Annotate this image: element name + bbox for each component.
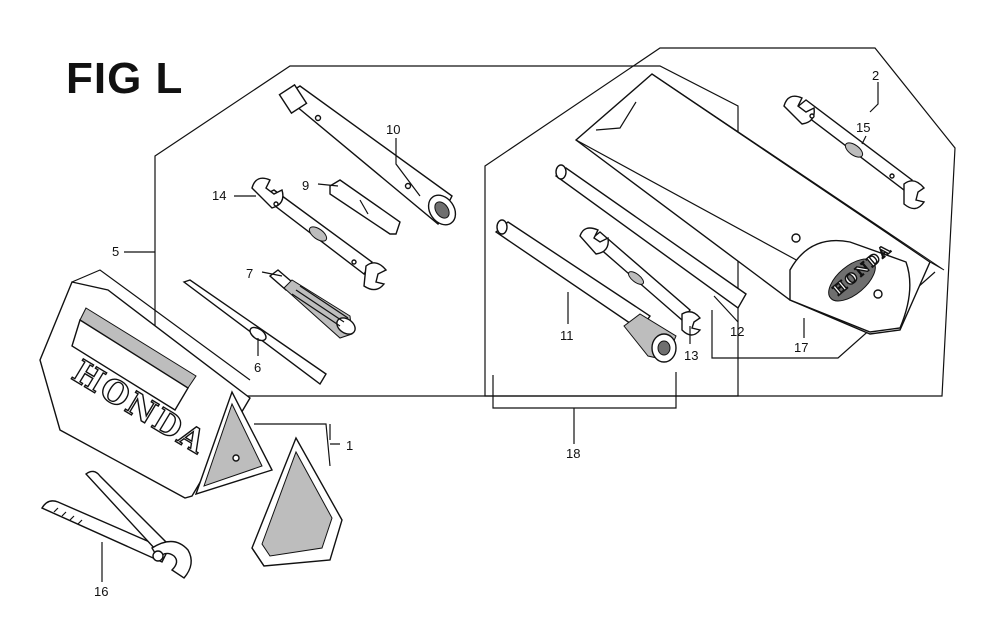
open-wrench-15 bbox=[783, 95, 926, 210]
socket-spanner-11 bbox=[494, 219, 677, 363]
shaft-6 bbox=[182, 279, 327, 386]
wrench-roll-17: HONDA bbox=[574, 73, 945, 335]
screwdriver-7 bbox=[268, 269, 356, 339]
group-outline-2 bbox=[484, 47, 956, 397]
triangle-holder bbox=[251, 436, 343, 567]
callout-10: 10 bbox=[386, 122, 400, 137]
callout-11: 11 bbox=[560, 328, 574, 343]
callout-7: 7 bbox=[246, 266, 253, 281]
callout-9: 9 bbox=[302, 178, 309, 193]
leader-lines bbox=[101, 82, 879, 582]
figure-title: FIG L bbox=[66, 54, 184, 103]
open-wrench-14 bbox=[251, 177, 388, 291]
pliers-16 bbox=[40, 470, 192, 579]
callout-5: 5 bbox=[112, 244, 119, 259]
callout-16: 16 bbox=[94, 584, 108, 599]
callout-12: 12 bbox=[730, 324, 744, 339]
callout-6: 6 bbox=[254, 360, 261, 375]
callout-2: 2 bbox=[872, 68, 879, 83]
box-spanner-10 bbox=[278, 83, 457, 226]
bar-12 bbox=[554, 164, 747, 310]
callout-1: 1 bbox=[346, 438, 353, 453]
open-wrench-13 bbox=[579, 227, 702, 336]
tool-bag: HONDA bbox=[39, 269, 274, 499]
callout-14: 14 bbox=[212, 188, 226, 203]
callout-17: 17 bbox=[794, 340, 808, 355]
callout-18: 18 bbox=[566, 446, 580, 461]
callout-15: 15 bbox=[856, 120, 870, 135]
callout-13: 13 bbox=[684, 348, 698, 363]
pin-bar-9 bbox=[329, 179, 401, 235]
bracket-18 bbox=[492, 372, 677, 409]
